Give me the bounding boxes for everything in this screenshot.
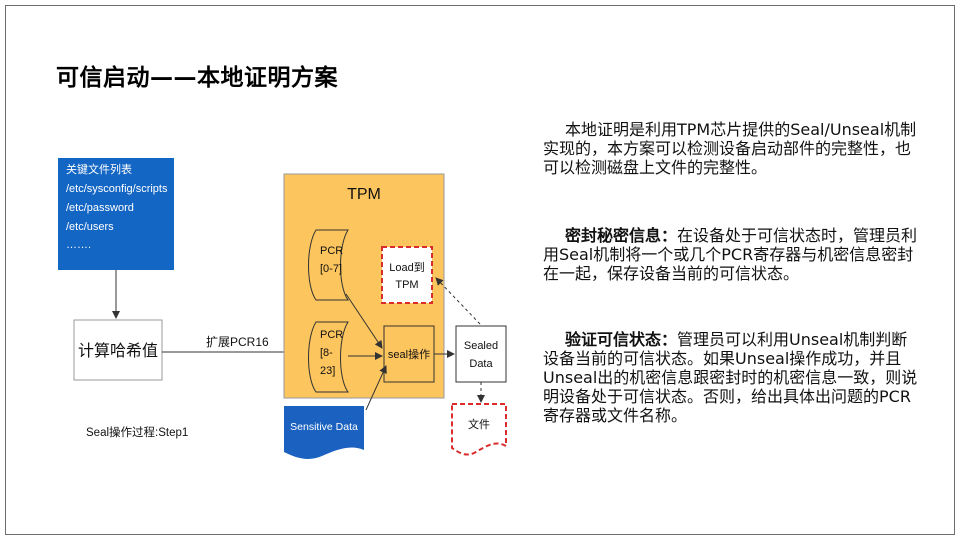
- key-file-item: …….: [66, 239, 91, 251]
- arrow-sealed-to-load: [435, 277, 481, 325]
- key-files-heading: 关键文件列表: [66, 162, 132, 176]
- intro-paragraph: 本地证明是利用TPM芯片提供的Seal/Unseal机制实现的，本方案可以检测设…: [543, 120, 923, 177]
- key-file-item: /etc/sysconfig/scripts: [66, 183, 168, 195]
- pcr-8-23: PCR [8- 23]: [308, 321, 349, 393]
- arrow-pcr07-to-seal: [345, 293, 383, 349]
- hash-box-label: 计算哈希值: [78, 341, 158, 360]
- extend-pcr-label: 扩展PCR16: [206, 335, 269, 349]
- seal-keyword: 密封秘密信息：: [565, 226, 678, 245]
- seal-operation-label: seal操作: [388, 347, 430, 361]
- pcr-0-7-range: [0-7]: [320, 263, 342, 275]
- pcr-8-23-range-end: 23]: [320, 365, 335, 377]
- sensitive-data-label: Sensitive Data: [290, 421, 358, 433]
- load-label: Load到: [389, 261, 424, 274]
- pcr-8-23-range: [8-: [320, 347, 333, 359]
- sealed-data-label: Data: [469, 358, 493, 370]
- key-file-item: /etc/password: [66, 202, 134, 214]
- hash-box: 计算哈希值: [73, 319, 163, 381]
- sealed-data-box: Sealed Data: [455, 325, 507, 383]
- verify-paragraph: 验证可信状态：管理员可以利用Unseal机制判断设备当前的可信状态。如果Unse…: [543, 330, 923, 425]
- pcr-0-7: PCR [0-7]: [308, 229, 349, 301]
- file-label: 文件: [468, 417, 490, 431]
- seal-text: 在设备处于可信状态时，管理员利用Seal机制将一个或几个PCR寄存器与机密信息密…: [543, 226, 918, 283]
- verify-text: 管理员可以利用Unseal机制判断设备当前的可信状态。如果Unseal操作成功，…: [543, 330, 918, 425]
- pcr-0-7-label: PCR: [320, 245, 343, 257]
- seal-paragraph: 密封秘密信息：在设备处于可信状态时，管理员利用Seal机制将一个或几个PCR寄存…: [543, 226, 923, 283]
- tpm-title: TPM: [347, 186, 381, 203]
- load-label-tpm: TPM: [395, 279, 418, 291]
- step-caption: Seal操作过程:Step1: [86, 425, 188, 439]
- load-to-tpm-box: Load到 TPM: [381, 246, 433, 304]
- sensitive-data-box: Sensitive Data: [284, 406, 364, 459]
- file-box: 文件: [451, 403, 507, 456]
- intro-text: 本地证明是利用TPM芯片提供的Seal/Unseal机制实现的，本方案可以检测设…: [543, 120, 917, 177]
- key-files-box: 关键文件列表 /etc/sysconfig/scripts /etc/passw…: [58, 158, 174, 270]
- sealed-label: Sealed: [464, 340, 498, 352]
- seal-operation-box: seal操作: [383, 325, 435, 383]
- arrow-sensitive-to-seal: [365, 365, 387, 411]
- pcr-8-23-label: PCR: [320, 329, 343, 341]
- verify-keyword: 验证可信状态：: [565, 330, 678, 349]
- page-title: 可信启动——本地证明方案: [56, 65, 338, 91]
- key-file-item: /etc/users: [66, 221, 114, 233]
